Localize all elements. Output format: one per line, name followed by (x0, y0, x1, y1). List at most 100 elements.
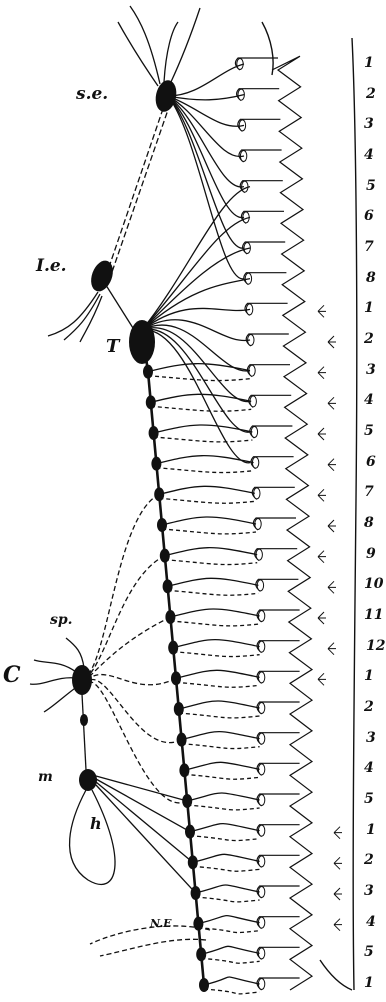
chain-ganglion (146, 395, 156, 409)
ramus-communicans (179, 701, 260, 709)
segment-number-cervical: 4 (364, 148, 374, 162)
ramus-dashed (187, 805, 259, 810)
splanchnic-nerve (90, 556, 165, 674)
chain-ganglion (191, 886, 201, 900)
ramus-communicans (176, 670, 260, 678)
inferior-ganglion-branch (64, 294, 100, 340)
cervical-trunk-b (112, 104, 170, 272)
segment-number-sacral: 3 (364, 884, 374, 898)
coeliac-to-mesenteric (82, 694, 86, 770)
spinal-roots (235, 56, 312, 990)
nerve-ending (328, 643, 336, 655)
nerve-ending (334, 888, 342, 900)
label-splanchnic-nerve: sp. (50, 613, 73, 627)
segment-number-thoracic: 3 (366, 363, 376, 377)
chain-ganglion (168, 641, 178, 655)
ramus-dashed (148, 376, 250, 381)
segment-number-lumbar: 5 (364, 792, 374, 806)
nerve-ending (334, 919, 342, 931)
chain-ganglion (157, 518, 167, 532)
label-coeliac-ganglion: C (3, 664, 21, 686)
inferior-ganglion-branch (48, 292, 98, 336)
segment-number-lumbar: 4 (364, 761, 374, 775)
ramus-dashed (198, 928, 259, 933)
nerve-ending (318, 551, 326, 563)
thoracic-ramus (142, 320, 250, 341)
ramus-dashed (151, 406, 251, 411)
mesenteric-connection (96, 782, 193, 862)
segment-number-thoracic: 12 (366, 639, 385, 653)
segment-number-cervical: 6 (364, 209, 374, 223)
nerve-ending (318, 673, 326, 685)
segment-number-coccygeal: 1 (364, 976, 374, 990)
coeliac-branch (44, 686, 78, 712)
ramus-dashed (204, 989, 260, 994)
superior-ganglion-branch (130, 6, 160, 84)
superior-ganglion-branch (170, 8, 200, 84)
nerve-ending (318, 612, 326, 624)
ramus-communicans (204, 977, 260, 985)
ramus-communicans (170, 609, 259, 617)
ramus-dashed (165, 560, 257, 565)
splanchnic-nerve (90, 679, 182, 742)
segment-number-thoracic: 11 (364, 608, 383, 622)
segment-number-thoracic: 7 (364, 485, 374, 499)
segment-number-cervical: 5 (366, 179, 376, 193)
chain-ganglion (163, 579, 173, 593)
label-superior-cervical-ganglion: s.e. (76, 86, 108, 103)
ramus-dashed (190, 836, 260, 841)
mesenteric-ganglion (79, 769, 97, 791)
nerve-ending (318, 428, 326, 440)
ramus-communicans (187, 793, 259, 801)
segment-number-thoracic: 4 (364, 393, 374, 407)
segment-number-thoracic: 1 (364, 301, 374, 315)
chain-ganglion (193, 917, 203, 931)
ramus-communicans (168, 578, 259, 586)
label-thoracic-ganglion: T (106, 338, 119, 356)
segment-number-cervical: 8 (366, 271, 376, 285)
segment-number-thoracic: 2 (364, 332, 374, 346)
chain-ganglion (182, 794, 192, 808)
ramus-communicans (198, 916, 259, 924)
hypogastric-loop (70, 790, 115, 884)
ramus-communicans (165, 548, 257, 556)
segment-number-lumbar: 1 (364, 669, 374, 683)
ramus-communicans (173, 640, 259, 648)
chain-ganglion (171, 671, 181, 685)
ganglia (72, 78, 209, 992)
chain-ganglion (151, 457, 161, 471)
mesenteric-connection (96, 779, 190, 832)
ramus-dashed (196, 897, 260, 902)
nerve-endings (318, 305, 342, 930)
cervical-ramus (168, 64, 244, 96)
chain-ganglion (177, 733, 187, 747)
chain-ganglion (165, 610, 175, 624)
chain-ganglion (188, 855, 198, 869)
segment-number-lumbar: 2 (364, 700, 374, 714)
ramus-dashed (173, 652, 259, 657)
coeliac-branch (34, 660, 76, 672)
ramus-communicans (190, 824, 260, 832)
ramus-communicans (193, 854, 260, 862)
nerve-ending (328, 397, 336, 409)
label-mesenteric-ganglion: m (38, 770, 53, 784)
nerve-ending (328, 581, 336, 593)
ramus-communicans (156, 456, 253, 464)
mesenteric-connection (96, 776, 187, 801)
chain-ganglion (160, 549, 170, 563)
nerve-ending (328, 459, 336, 471)
ramus-communicans (159, 486, 255, 494)
ramus-communicans (196, 885, 260, 893)
nervi-erigentes (100, 939, 206, 956)
nerve-ending (328, 520, 336, 532)
ramus-dashed (156, 468, 253, 473)
chain-ganglion (196, 947, 206, 961)
ramus-dashed (154, 437, 253, 442)
ramus-dashed (184, 774, 259, 779)
splanchnic-nerve (90, 494, 159, 672)
chain-ganglion (154, 487, 164, 501)
segment-number-sacral: 5 (364, 945, 374, 959)
segment-number-cervical: 1 (364, 56, 374, 70)
nerve-fibres (30, 6, 260, 994)
ramus-dashed (179, 713, 260, 718)
